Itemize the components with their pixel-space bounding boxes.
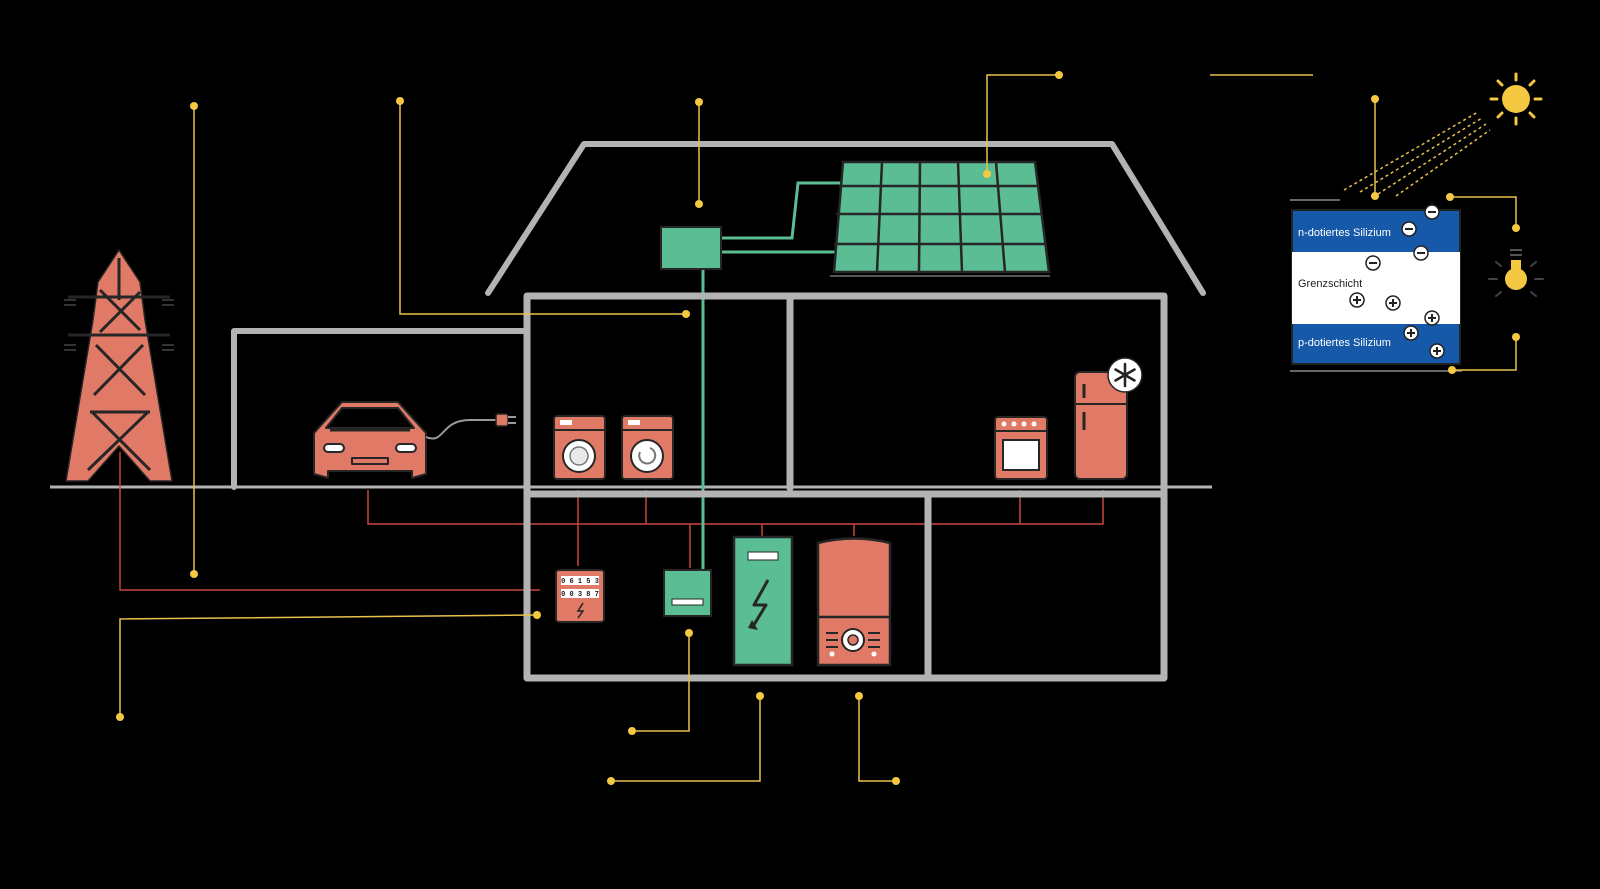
- p-layer-label: p-dotiertes Silizium: [1298, 337, 1391, 349]
- annotation-dots: [116, 71, 1063, 785]
- minus-charge: [1424, 204, 1440, 220]
- minus-charge: [1413, 245, 1429, 261]
- power-pylon-icon: [64, 249, 174, 482]
- plug-icon: [495, 413, 516, 427]
- n-layer-label: n-dotiertes Silizium: [1298, 227, 1391, 239]
- meter-digits-bottom: 0 0 3 8 7: [561, 591, 599, 599]
- solar-panel-icon: [830, 160, 1051, 277]
- house: [231, 141, 1206, 682]
- sunlight-rays: [1343, 111, 1491, 197]
- plus-charge: [1429, 343, 1445, 359]
- hole-charges: [1349, 292, 1445, 359]
- minus-charge: [1401, 221, 1417, 237]
- charging-cable: [425, 419, 496, 440]
- washing-machine-icon: [553, 415, 606, 480]
- snowflake-icon: [1107, 357, 1143, 393]
- power-wiring: [119, 452, 1104, 591]
- oven-icon: [994, 416, 1048, 480]
- solar-dc-wiring: [701, 181, 842, 570]
- electric-car-icon: [313, 401, 427, 479]
- electron-charges: [1365, 204, 1440, 271]
- heat-pump-icon: [816, 537, 892, 667]
- electricity-meter-icon: 0 6 1 5 3 0 0 3 8 7: [555, 569, 605, 623]
- house-basement: [523, 490, 1168, 682]
- minus-charge: [1365, 255, 1381, 271]
- plus-charge: [1349, 292, 1365, 308]
- annotation-leaders: [119, 74, 1059, 782]
- lightbulb-icon: [1488, 249, 1544, 297]
- solar-cell-icon: n-dotiertes Silizium Grenzschicht p-doti…: [1290, 95, 1520, 374]
- garage: [231, 328, 530, 490]
- junction-label: Grenzschicht: [1298, 278, 1362, 290]
- house-roof: [485, 141, 1206, 296]
- pv-inverter-icon: [660, 226, 722, 270]
- meter-digits-top: 0 6 1 5 3: [561, 578, 599, 586]
- plus-charge: [1424, 310, 1440, 326]
- battery-storage-icon: [732, 535, 794, 667]
- sun-icon: [1489, 72, 1543, 126]
- inverter-icon: [663, 569, 712, 617]
- plus-charge: [1403, 325, 1419, 341]
- dryer-icon: [621, 415, 674, 480]
- fridge-icon: [1074, 371, 1128, 480]
- plus-charge: [1385, 295, 1401, 311]
